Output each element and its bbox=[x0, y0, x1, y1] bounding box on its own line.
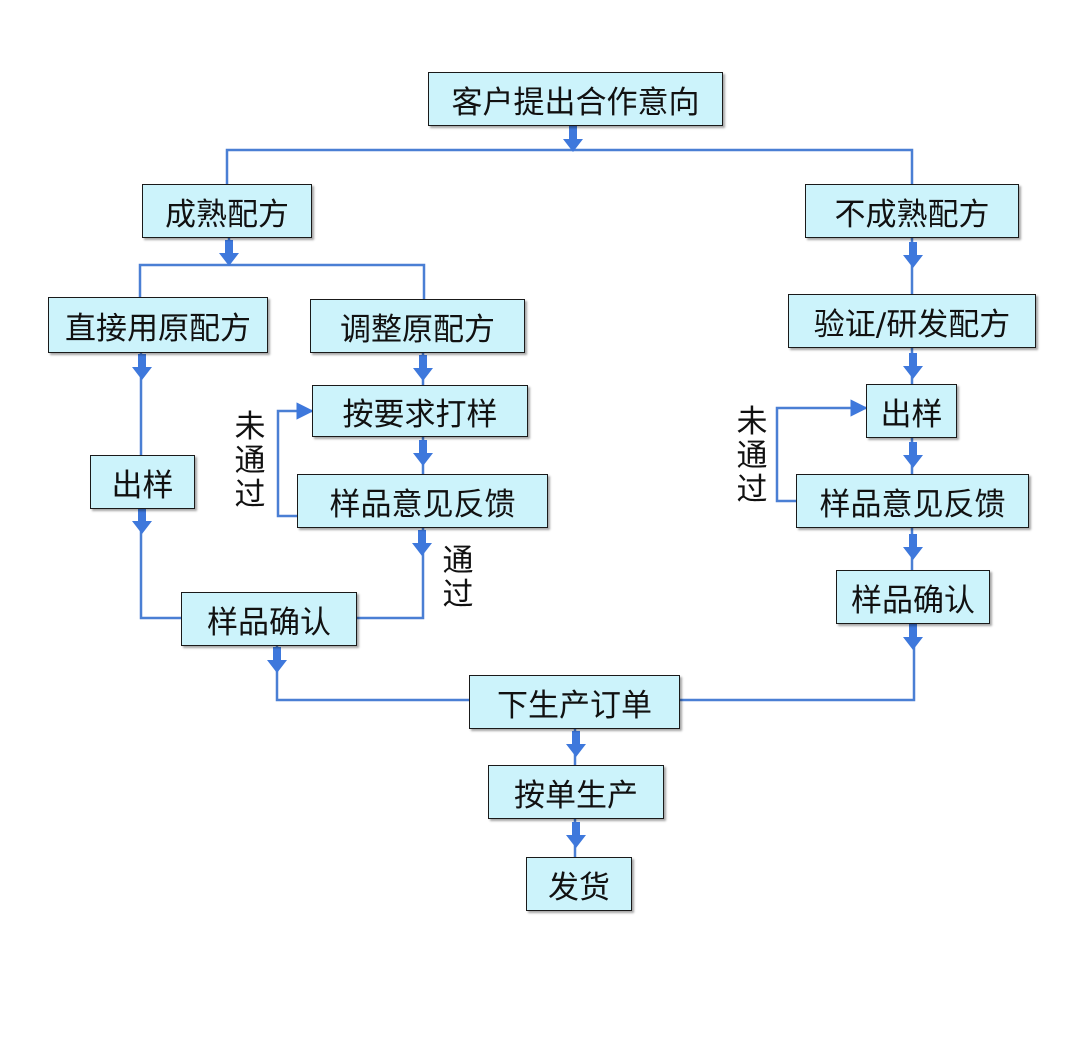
node-proof-to-requirement[interactable]: 按要求打样 bbox=[312, 385, 528, 437]
arrow-sample-right-down bbox=[903, 442, 923, 468]
arrow-order-down bbox=[566, 731, 586, 757]
node-verify-formula[interactable]: 验证/研发配方 bbox=[788, 294, 1036, 348]
node-adjust-formula[interactable]: 调整原配方 bbox=[310, 299, 525, 353]
node-sample-right[interactable]: 出样 bbox=[866, 384, 957, 438]
arrow-adjust-down bbox=[413, 355, 433, 381]
node-mature-formula[interactable]: 成熟配方 bbox=[142, 184, 312, 238]
arrow-sample-left-down bbox=[132, 508, 152, 534]
arrow-produce-down bbox=[566, 822, 586, 848]
arrow-start-down bbox=[563, 126, 583, 152]
connector-sample-confirm-left bbox=[139, 509, 181, 620]
node-immature-formula[interactable]: 不成熟配方 bbox=[805, 184, 1019, 238]
arrow-verify-down bbox=[903, 353, 923, 379]
node-start[interactable]: 客户提出合作意向 bbox=[428, 72, 723, 126]
loop-fail-mid bbox=[276, 402, 314, 518]
connector-confirm-left-order bbox=[275, 646, 469, 702]
connector-feedback-confirm-mid bbox=[357, 528, 425, 620]
arrow-mature-down bbox=[219, 240, 239, 266]
connector-mature-split bbox=[138, 263, 426, 299]
node-produce-by-order[interactable]: 按单生产 bbox=[488, 765, 664, 819]
node-ship[interactable]: 发货 bbox=[526, 857, 632, 911]
node-sample-confirm-right[interactable]: 样品确认 bbox=[836, 570, 990, 624]
arrow-proof-down bbox=[413, 440, 433, 466]
loop-fail-right bbox=[775, 399, 868, 503]
label-fail-right: 未通过 bbox=[736, 404, 768, 508]
node-sample-confirm-left[interactable]: 样品确认 bbox=[181, 592, 357, 646]
connector-confirm-right-order bbox=[680, 624, 916, 702]
node-sample-left[interactable]: 出样 bbox=[90, 455, 195, 509]
arrow-immature-down bbox=[903, 242, 923, 268]
arrow-confirm-left-down bbox=[267, 647, 287, 673]
node-production-order[interactable]: 下生产订单 bbox=[469, 675, 680, 729]
arrow-feedback-mid-down bbox=[412, 530, 432, 556]
arrow-confirm-right-down bbox=[903, 624, 923, 650]
arrow-feedback-right-down bbox=[903, 534, 923, 560]
node-sample-feedback-mid[interactable]: 样品意见反馈 bbox=[297, 474, 548, 528]
arrow-direct-down bbox=[132, 354, 152, 380]
node-direct-use[interactable]: 直接用原配方 bbox=[48, 297, 268, 353]
node-sample-feedback-right[interactable]: 样品意见反馈 bbox=[796, 474, 1029, 528]
label-fail-mid: 未通过 bbox=[234, 409, 266, 513]
label-pass-mid: 通过 bbox=[442, 543, 474, 613]
connector-start-split bbox=[225, 148, 914, 184]
